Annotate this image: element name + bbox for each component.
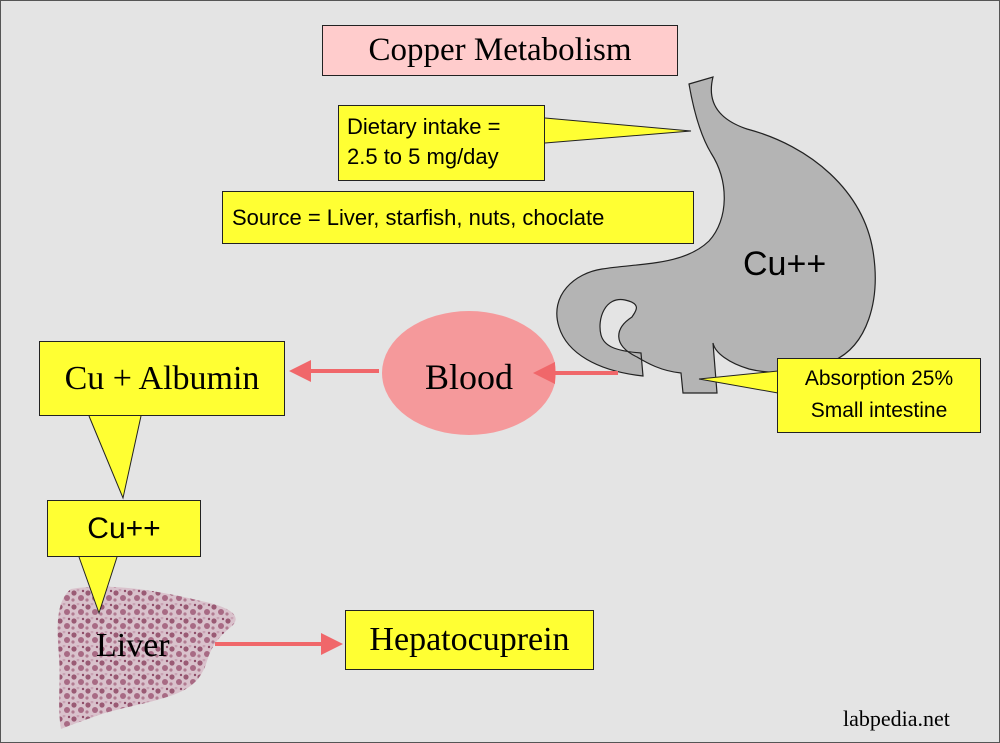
absorption-callout: Absorption 25% Small intestine [777, 358, 981, 433]
intake-callout-pointer [544, 117, 692, 144]
arrow-liver-to-hepatocuprein [215, 633, 343, 655]
absorption-callout-pointer [698, 370, 779, 394]
stomach-copper-label: Cu++ [743, 245, 827, 283]
albumin-callout-pointer [88, 415, 142, 500]
blood-ellipse [382, 311, 556, 435]
arrow-blood-to-albumin [289, 360, 379, 382]
source-callout: Source = Liver, starfish, nuts, choclate [222, 191, 694, 244]
arrow-stomach-to-blood [533, 362, 618, 384]
cu-callout-pointer [78, 556, 118, 615]
copper-ion-callout: Cu++ [47, 500, 201, 557]
stomach-icon [556, 76, 876, 394]
absorption-line-1: Absorption 25% [804, 367, 954, 390]
dietary-intake-line-1: Dietary intake = [347, 114, 501, 139]
blood-label: Blood [424, 357, 513, 397]
source-watermark: labpedia.net [843, 706, 950, 731]
liver-label: Liver [96, 627, 170, 664]
diagram-title: Copper Metabolism [322, 25, 678, 76]
albumin-callout: Cu + Albumin [39, 341, 285, 416]
hepatocuprein-box: Hepatocuprein [345, 610, 594, 670]
dietary-intake-line-2: 2.5 to 5 mg/day [347, 144, 499, 169]
absorption-line-2: Small intestine [810, 399, 948, 422]
dietary-intake-callout: Dietary intake = 2.5 to 5 mg/day [338, 105, 545, 181]
liver-icon [57, 586, 236, 729]
